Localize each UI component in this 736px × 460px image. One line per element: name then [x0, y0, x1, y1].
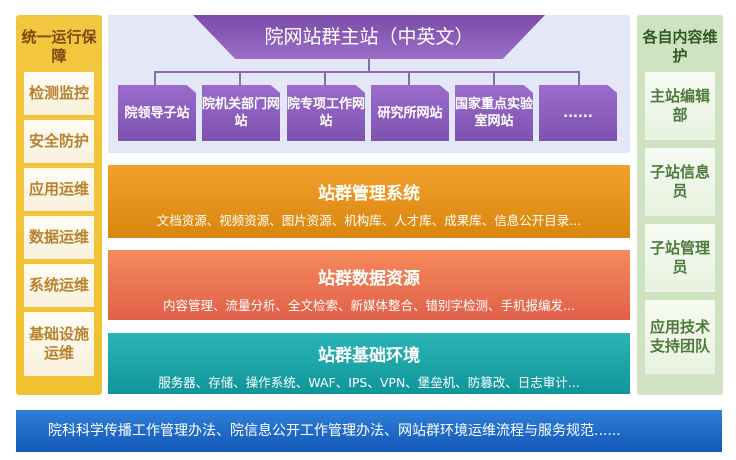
- infrastructure-layer: 站群基础环境 服务器、存储、操作系统、WAF、IPS、VPN、堡垒机、防篡改、日…: [108, 333, 630, 394]
- connector: [408, 71, 410, 85]
- connector: [154, 71, 578, 73]
- sub-site: ......: [539, 85, 617, 141]
- ops-item: 系统运维: [24, 264, 94, 307]
- site-group-panel: 院网站群主站（中英文） 院领导子站 院机关部门网站 院专项工作网站 研究所网站 …: [108, 15, 630, 153]
- connector: [493, 71, 495, 85]
- main-site: 院网站群主站（中英文）: [193, 15, 545, 59]
- column-title: 统一运行保障: [21, 28, 97, 65]
- data-resources-layer: 站群数据资源 内容管理、流量分析、全文检索、新媒体整合、错别字检测、手机报编发.…: [108, 250, 630, 320]
- ops-item: 检测监控: [24, 72, 94, 115]
- content-maintenance-column: 各自内容维护 主站编辑部 子站信息员 子站管理员 应用技术支持团队: [637, 15, 723, 395]
- ops-item: 基础设施运维: [24, 312, 94, 376]
- role-item: 应用技术支持团队: [645, 300, 715, 374]
- sub-site: 国家重点实验室网站: [455, 85, 533, 141]
- connector: [154, 71, 156, 85]
- layer-items: 文档资源、视频资源、图片资源、机构库、人才库、成果库、信息公开目录...: [156, 213, 582, 228]
- sub-site: 院专项工作网站: [287, 85, 365, 141]
- role-item: 子站信息员: [645, 148, 715, 216]
- role-item: 主站编辑部: [645, 72, 715, 140]
- ops-item: 安全防护: [24, 120, 94, 163]
- layer-title: 站群管理系统: [318, 184, 420, 204]
- connector: [239, 71, 241, 85]
- layer-title: 站群基础环境: [318, 346, 420, 366]
- policy-foundation: 院科科学传播工作管理办法、院信息公开工作管理办法、网站群环境运维流程与服务规范.…: [16, 410, 722, 452]
- connector: [578, 71, 580, 85]
- ops-item: 应用运维: [24, 168, 94, 211]
- role-item: 子站管理员: [645, 224, 715, 292]
- unified-ops-column: 统一运行保障 检测监控 安全防护 应用运维 数据运维 系统运维 基础设施运维: [16, 15, 102, 395]
- ops-item: 数据运维: [24, 216, 94, 259]
- management-system-layer: 站群管理系统 文档资源、视频资源、图片资源、机构库、人才库、成果库、信息公开目录…: [108, 165, 630, 238]
- layer-items: 服务器、存储、操作系统、WAF、IPS、VPN、堡垒机、防篡改、日志审计...: [158, 375, 580, 390]
- sub-site: 研究所网站: [371, 85, 449, 141]
- sub-site: 院领导子站: [118, 85, 196, 141]
- layer-title: 站群数据资源: [318, 269, 420, 289]
- connector: [368, 59, 370, 71]
- layer-items: 内容管理、流量分析、全文检索、新媒体整合、错别字检测、手机报编发...: [163, 298, 575, 313]
- connector: [324, 71, 326, 85]
- column-title: 各自内容维护: [642, 28, 718, 65]
- sub-site: 院机关部门网站: [202, 85, 280, 141]
